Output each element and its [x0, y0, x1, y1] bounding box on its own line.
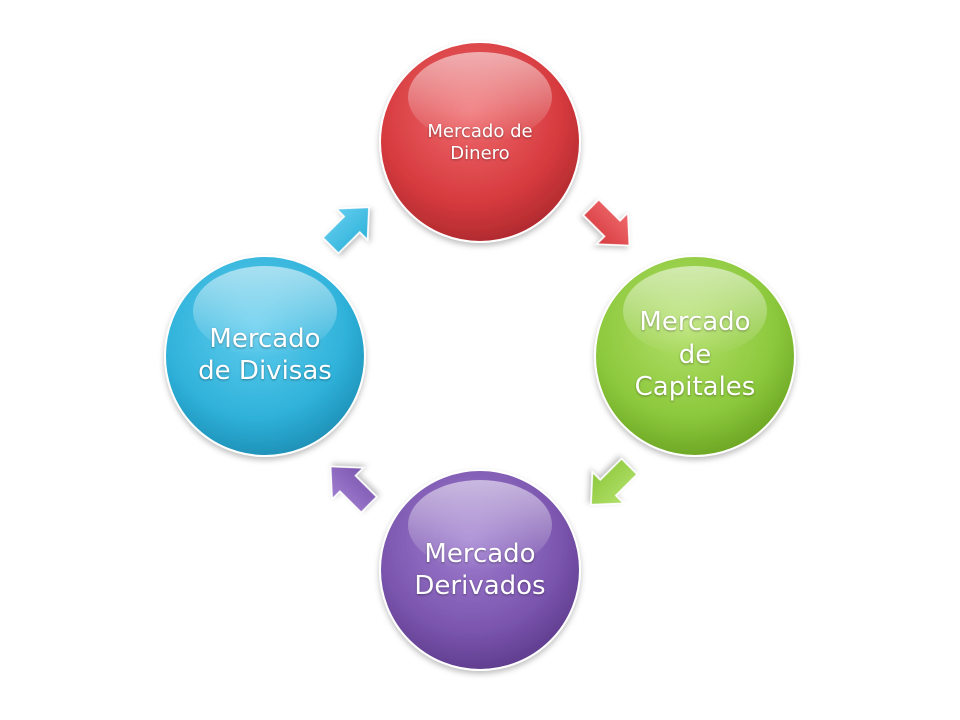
node-derivados — [379, 469, 581, 671]
nodes-layer — [164, 41, 796, 671]
node-highlight-derivados — [408, 480, 552, 570]
node-highlight-divisas — [193, 266, 337, 356]
node-dinero — [379, 41, 581, 243]
node-divisas — [164, 255, 366, 457]
node-highlight-dinero — [408, 52, 552, 142]
arrow-dinero-to-capitales — [582, 198, 631, 247]
arrows-layer — [321, 198, 639, 514]
arrow-divisas-to-dinero — [321, 206, 370, 255]
node-highlight-capitales — [623, 266, 767, 356]
node-capitales — [594, 255, 796, 457]
arrow-derivados-to-divisas — [329, 465, 378, 514]
arrow-capitales-to-derivados — [590, 457, 639, 506]
